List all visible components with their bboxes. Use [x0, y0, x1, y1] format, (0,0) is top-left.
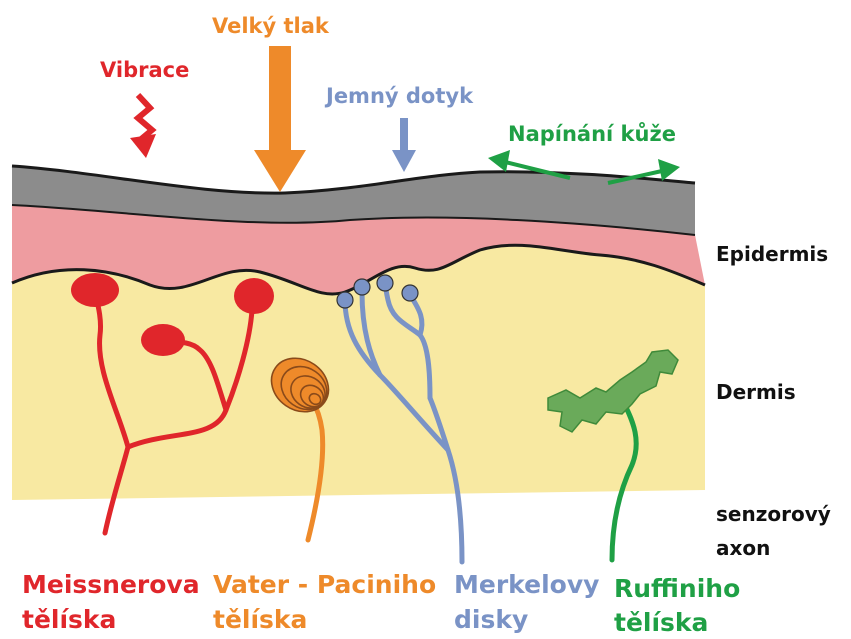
vibration-label: Vibrace	[100, 60, 189, 81]
merkel-disc-4	[402, 285, 418, 301]
stretch-arrow-left-head	[488, 150, 510, 172]
stretch-arrow-right-head	[658, 159, 680, 181]
ruffini-label-line1: Ruffiniho	[614, 576, 740, 601]
merkel-label-line1: Merkelovy	[454, 572, 599, 597]
meissner-corpuscle-1	[71, 273, 119, 307]
vibration-arrow	[138, 95, 152, 140]
vibration-arrowhead	[130, 134, 156, 158]
sensory-axon-label-line2: axon	[716, 538, 770, 558]
dermis-label: Dermis	[716, 382, 796, 402]
sensory-axon-label-line1: senzorový	[716, 504, 831, 524]
high-pressure-label: Velký tlak	[212, 16, 329, 37]
meissner-label-line2: tělíska	[22, 607, 116, 632]
merkel-disc-2	[354, 279, 370, 295]
meissner-corpuscle-3	[234, 278, 274, 314]
high-pressure-arrowhead	[254, 150, 306, 192]
skin-stretch-label: Napínání kůže	[508, 124, 676, 145]
meissner-label-line1: Meissnerova	[22, 572, 200, 597]
pacini-label-line2: tělíska	[213, 607, 307, 632]
high-pressure-arrow-shaft	[269, 46, 291, 154]
light-touch-label: Jemný dotyk	[326, 86, 473, 107]
merkel-label-line2: disky	[454, 607, 528, 632]
epidermis-label: Epidermis	[716, 244, 828, 264]
ruffini-label-line2: tělíska	[614, 610, 708, 635]
light-touch-arrowhead	[392, 150, 416, 172]
merkel-disc-3	[377, 275, 393, 291]
pacini-label-line1: Vater - Paciniho	[213, 572, 436, 597]
merkel-disc-1	[337, 292, 353, 308]
light-touch-arrow-shaft	[400, 118, 408, 154]
meissner-corpuscle-2	[141, 324, 185, 356]
